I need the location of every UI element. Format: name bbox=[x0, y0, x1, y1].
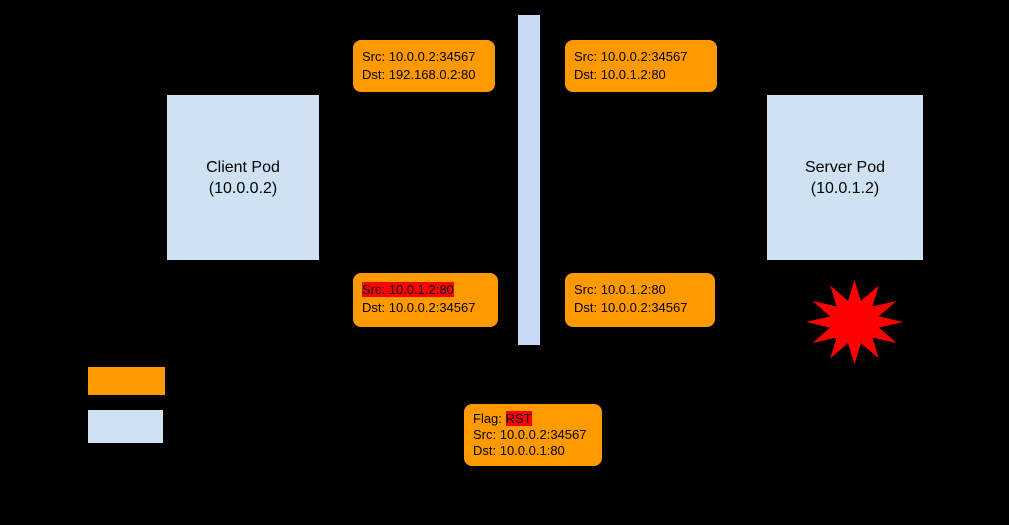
packet-label-reply-left: Src: 10.0.1.2:80 Dst: 10.0.0.2:34567 bbox=[353, 273, 498, 327]
packet-dst-line: Dst: 192.168.0.2:80 bbox=[362, 67, 476, 82]
legend-packet-swatch bbox=[88, 367, 165, 395]
packet-src-line: Src: 10.0.0.2:34567 bbox=[362, 49, 476, 64]
gateway-bar bbox=[518, 15, 540, 345]
legend-pod-swatch bbox=[88, 410, 163, 443]
flag-label: Flag: bbox=[473, 411, 506, 426]
packet-src-line: Src: 10.0.1.2:80 bbox=[574, 282, 666, 297]
server-pod: Server Pod (10.0.1.2) bbox=[767, 95, 923, 260]
server-pod-ip: (10.0.1.2) bbox=[810, 179, 880, 197]
explosion-icon bbox=[806, 280, 903, 364]
server-pod-name: Server Pod bbox=[804, 158, 886, 176]
packet-src-line: Src: 10.0.1.2:80 bbox=[362, 281, 489, 299]
highlighted-src-text: Src: 10.0.1.2:80 bbox=[362, 282, 454, 297]
packet-src-line: Src: 10.0.0.2:34567 bbox=[574, 49, 688, 64]
explosion-shape bbox=[806, 280, 903, 364]
highlighted-flag-text: RST bbox=[505, 411, 532, 426]
packet-label-request-pre-nat: Src: 10.0.0.2:34567 Dst: 192.168.0.2:80 bbox=[353, 40, 495, 92]
packet-dst-line: Dst: 10.0.0.2:34567 bbox=[574, 300, 688, 315]
packet-label-rst: Flag: RST Src: 10.0.0.2:34567 Dst: 10.0.… bbox=[464, 404, 602, 466]
packet-dst-line: Dst: 10.0.0.2:34567 bbox=[362, 300, 476, 315]
client-pod: Client Pod (10.0.0.2) bbox=[167, 95, 319, 260]
client-pod-ip: (10.0.0.2) bbox=[208, 179, 278, 197]
packet-dst-line: Dst: 10.0.1.2:80 bbox=[574, 67, 666, 82]
packet-flag-line: Flag: RST bbox=[473, 411, 593, 427]
packet-src-line: Src: 10.0.0.2:34567 bbox=[473, 427, 587, 442]
packet-label-reply-right: Src: 10.0.1.2:80 Dst: 10.0.0.2:34567 bbox=[565, 273, 715, 327]
client-pod-name: Client Pod bbox=[206, 158, 280, 176]
packet-dst-line: Dst: 10.0.0.1:80 bbox=[473, 443, 565, 458]
packet-label-request-post-nat: Src: 10.0.0.2:34567 Dst: 10.0.1.2:80 bbox=[565, 40, 717, 92]
